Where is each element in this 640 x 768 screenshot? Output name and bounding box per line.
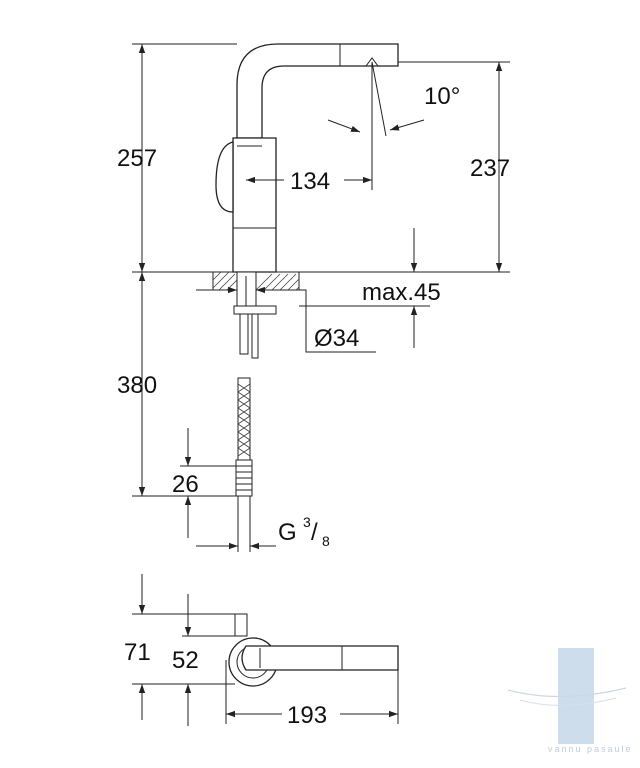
watermark-logo: vannu pasaule bbox=[507, 648, 633, 754]
dim-base-offset-inner-label: 52 bbox=[172, 647, 199, 674]
faucet-body bbox=[232, 137, 277, 273]
faucet-side-view bbox=[215, 43, 399, 273]
dimension-base-offset: 71 52 bbox=[124, 574, 236, 726]
dim-hole-label: Ø34 bbox=[314, 325, 359, 352]
dim-angle-label: 10° bbox=[424, 83, 460, 110]
watermark-text: vannu pasaule bbox=[548, 744, 633, 754]
dim-thread-prefix: G bbox=[278, 519, 297, 546]
dim-spout-height-label: 237 bbox=[470, 155, 510, 182]
dim-reach-label: 134 bbox=[290, 168, 330, 195]
mounting-assembly bbox=[233, 305, 277, 359]
dim-thread-denominator: 8 bbox=[322, 533, 330, 549]
dim-deck-label: max.45 bbox=[362, 279, 441, 306]
dimension-hose-length: 380 bbox=[117, 272, 236, 497]
dimension-spout-angle: 10° bbox=[327, 61, 460, 190]
dim-thread-numerator: 3 bbox=[303, 514, 311, 530]
dim-plan-length-label: 193 bbox=[287, 702, 327, 729]
dim-total-height-label: 257 bbox=[117, 145, 157, 172]
dimension-spout-height: 237 bbox=[398, 61, 510, 272]
dimension-spout-reach: 134 bbox=[246, 168, 372, 195]
dimension-deck-thickness: max.45 bbox=[299, 228, 441, 348]
sensor-window bbox=[215, 141, 234, 213]
dim-hose-label: 380 bbox=[117, 372, 157, 399]
dimension-hole-diameter: Ø34 bbox=[196, 286, 376, 353]
dim-base-offset-label: 71 bbox=[124, 639, 151, 666]
dimension-thread: G 3 / 8 bbox=[196, 514, 330, 550]
spout-arm bbox=[236, 43, 399, 139]
faucet-plan-view bbox=[228, 613, 399, 687]
dimension-total-height: 257 bbox=[117, 43, 237, 272]
dimension-plan-length: 193 bbox=[225, 660, 399, 729]
dim-thread-slash: / bbox=[311, 519, 318, 546]
supply-hose bbox=[235, 377, 253, 552]
dimension-connector-length: 26 bbox=[172, 428, 236, 538]
dim-connector-label: 26 bbox=[172, 471, 199, 498]
